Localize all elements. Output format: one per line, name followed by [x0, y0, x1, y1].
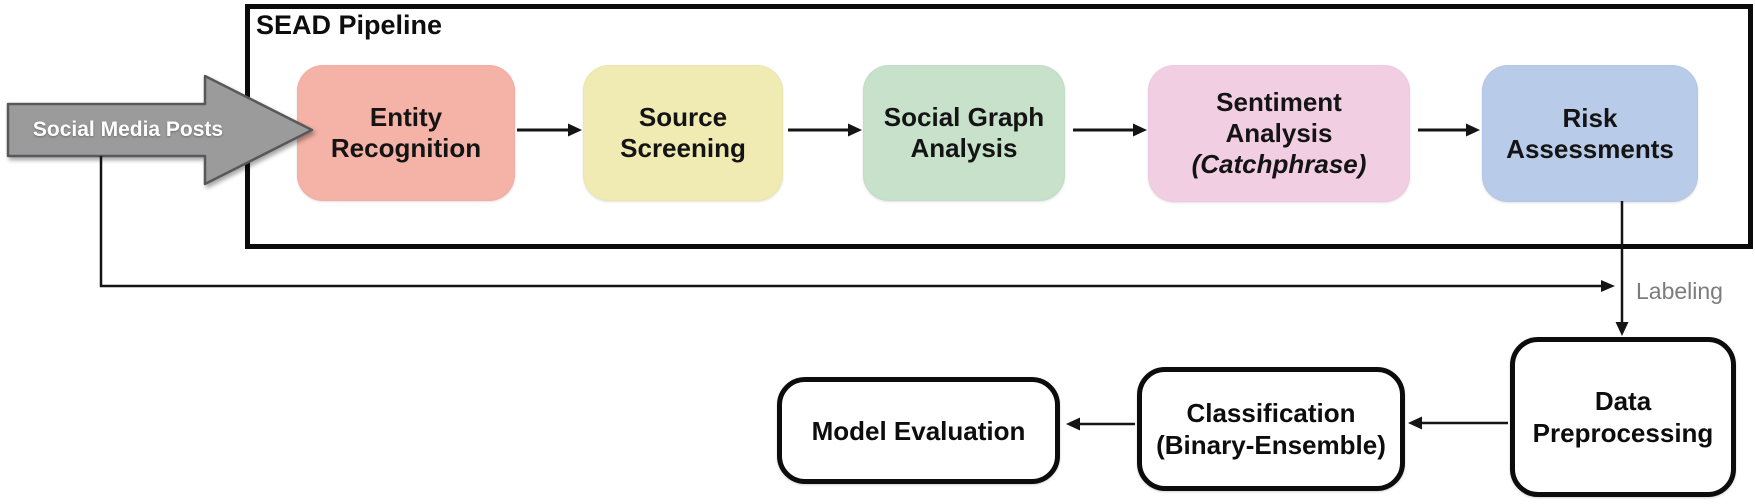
arrowhead-right-icon — [1601, 280, 1615, 292]
input-arrow-label: Social Media Posts — [32, 118, 224, 141]
node-label: Model Evaluation — [811, 415, 1026, 446]
stage-label: Entity Recognition — [330, 102, 482, 163]
stage-note-catchphrase: (Catchphrase) — [1191, 149, 1367, 179]
node-data-preprocessing: Data Preprocessing — [1510, 337, 1736, 497]
arrowhead-left-icon — [1066, 417, 1080, 431]
stage-label: Sentiment Analysis — [1216, 87, 1342, 148]
node-label: Data Preprocessing — [1532, 386, 1714, 448]
labeling-label: Labeling — [1636, 278, 1723, 304]
stage-label: Risk Assessments — [1506, 102, 1674, 164]
stage-social-graph-analysis: Social Graph Analysis — [863, 65, 1065, 201]
node-classification: Classification (Binary-Ensemble) — [1137, 367, 1405, 491]
pipeline-title: SEAD Pipeline — [256, 10, 443, 40]
stage-source-screening: Source Screening — [583, 65, 783, 201]
node-label: Classification (Binary-Ensemble) — [1156, 398, 1386, 460]
arrowhead-down-icon — [1615, 322, 1629, 336]
stage-entity-recognition: Entity Recognition — [297, 65, 515, 201]
arrowhead-left-icon — [1408, 416, 1422, 430]
stage-risk-assessments: Risk Assessments — [1482, 65, 1698, 202]
stage-label: Social Graph Analysis — [883, 102, 1045, 163]
stage-sentiment-analysis: Sentiment Analysis (Catchphrase) — [1148, 65, 1410, 202]
node-model-evaluation: Model Evaluation — [777, 377, 1060, 484]
stage-label: Source Screening — [620, 102, 746, 163]
